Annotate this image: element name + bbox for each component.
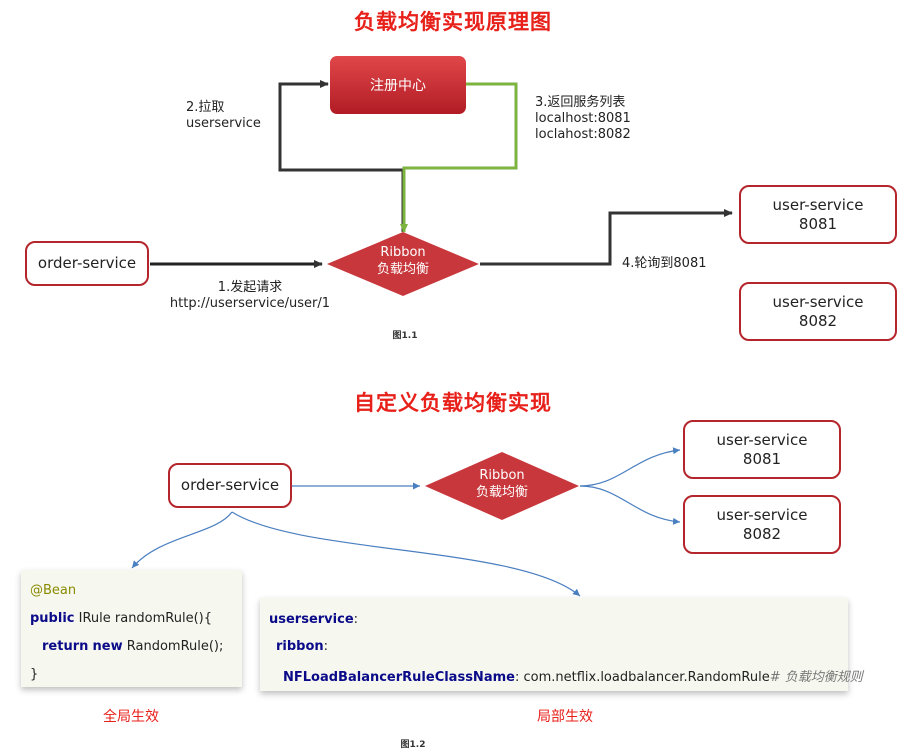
code-return-line: return new RandomRule(); <box>42 639 223 654</box>
user-service-8082-box-2: user-service 8082 <box>683 495 841 554</box>
diagram1-title: 负载均衡实现原理图 <box>354 10 552 34</box>
code-keyword-public: public <box>30 611 75 626</box>
return-arrow <box>400 82 518 233</box>
user-service-8082-name: user-service <box>772 292 864 311</box>
ribbon-label-2-line2: 负载均衡 <box>475 485 528 500</box>
order-service-label: order-service <box>37 254 137 272</box>
figure-caption-2: 图1.2 <box>400 740 426 750</box>
code-closing-brace: } <box>30 667 39 682</box>
order-service-label-2: order-service <box>180 476 280 494</box>
ribbon-to-user1-arrow <box>579 447 681 487</box>
code-annotation: @Bean <box>30 583 77 598</box>
yaml-line-rule: NFLoadBalancerRuleClassName: com.netflix… <box>283 666 863 685</box>
code-return-rest: RandomRule(); <box>122 639 224 654</box>
pull-note-line2: userservice <box>186 116 261 131</box>
ribbon-label-line1: Ribbon <box>380 245 426 260</box>
yaml-line-service: userservice: <box>269 612 358 627</box>
return-note: 3.返回服务列表 localhost:8081 loclahost:8082 <box>535 95 631 143</box>
diagram2-title: 自定义负载均衡实现 <box>354 391 552 415</box>
code-keyword-new: new <box>92 639 123 654</box>
user-service-8082-name-2: user-service <box>716 505 808 524</box>
request-note: 1.发起请求 http://userservice/user/1 <box>160 280 340 312</box>
order-service-box-2: order-service <box>168 463 292 508</box>
request-note-line1: 1.发起请求 <box>217 280 283 295</box>
yaml-line-ribbon: ribbon: <box>276 639 328 654</box>
request-note-line2: http://userservice/user/1 <box>169 296 331 311</box>
pull-note: 2.拉取 userservice <box>186 100 261 132</box>
pull-note-line1: 2.拉取 <box>186 100 225 115</box>
registry-box <box>330 56 466 114</box>
user-service-8082-port-2: 8082 <box>742 524 782 543</box>
code-method-signature: public IRule randomRule(){ <box>30 611 212 626</box>
user-service-8081-box-2: user-service 8081 <box>683 420 841 479</box>
ribbon-label: Ribbon 负载均衡 <box>327 244 479 278</box>
yaml-colon-1: : <box>353 612 359 627</box>
code-keyword-return: return <box>42 639 89 654</box>
user-service-8081-name: user-service <box>772 195 864 214</box>
ribbon-to-user2-arrow <box>579 485 681 525</box>
registry-label: 注册中心 <box>370 78 426 94</box>
ribbon-diamond-2 <box>425 452 579 520</box>
local-config-arrow <box>231 511 581 597</box>
return-note-line1: 3.返回服务列表 <box>535 95 626 110</box>
user-service-8081-port-2: 8081 <box>742 449 782 468</box>
code-method-rest: IRule randomRule(){ <box>74 611 213 626</box>
local-config-code: userservice: ribbon: NFLoadBalancerRuleC… <box>260 598 863 691</box>
global-config-arrow <box>131 511 233 569</box>
return-note-line3: loclahost:8082 <box>535 127 631 142</box>
yaml-comment-rule: # 负载均衡规则 <box>769 670 863 685</box>
yaml-key-ribbon: ribbon <box>276 639 324 654</box>
user-service-8082-box: user-service 8082 <box>739 282 897 341</box>
figure-caption-1: 图1.1 <box>392 331 418 341</box>
order-service-box: order-service <box>25 241 149 286</box>
ribbon-label-2-line1: Ribbon <box>479 468 525 483</box>
user-service-8082-port: 8082 <box>798 311 838 330</box>
return-note-line2: localhost:8081 <box>535 111 631 126</box>
global-effect-label: 全局生效 <box>103 709 159 725</box>
yaml-colon-2: : <box>323 639 329 654</box>
ribbon-label-2: Ribbon 负载均衡 <box>425 467 579 501</box>
local-effect-label: 局部生效 <box>537 709 593 725</box>
poll-note: 4.轮询到8081 <box>622 256 707 271</box>
global-config-code: @Bean public IRule randomRule(){ return … <box>21 570 242 687</box>
yaml-key-rule: NFLoadBalancerRuleClassName <box>283 670 515 685</box>
user-service-8081-box: user-service 8081 <box>739 185 897 244</box>
poll-arrow <box>480 209 733 266</box>
user-service-8081-port: 8081 <box>798 214 838 233</box>
yaml-key-userservice: userservice <box>269 612 354 627</box>
yaml-value-rule: : com.netflix.loadbalancer.RandomRule <box>514 670 770 685</box>
user-service-8081-name-2: user-service <box>716 430 808 449</box>
ribbon-diamond <box>327 232 479 296</box>
ribbon-label-line2: 负载均衡 <box>376 262 429 277</box>
